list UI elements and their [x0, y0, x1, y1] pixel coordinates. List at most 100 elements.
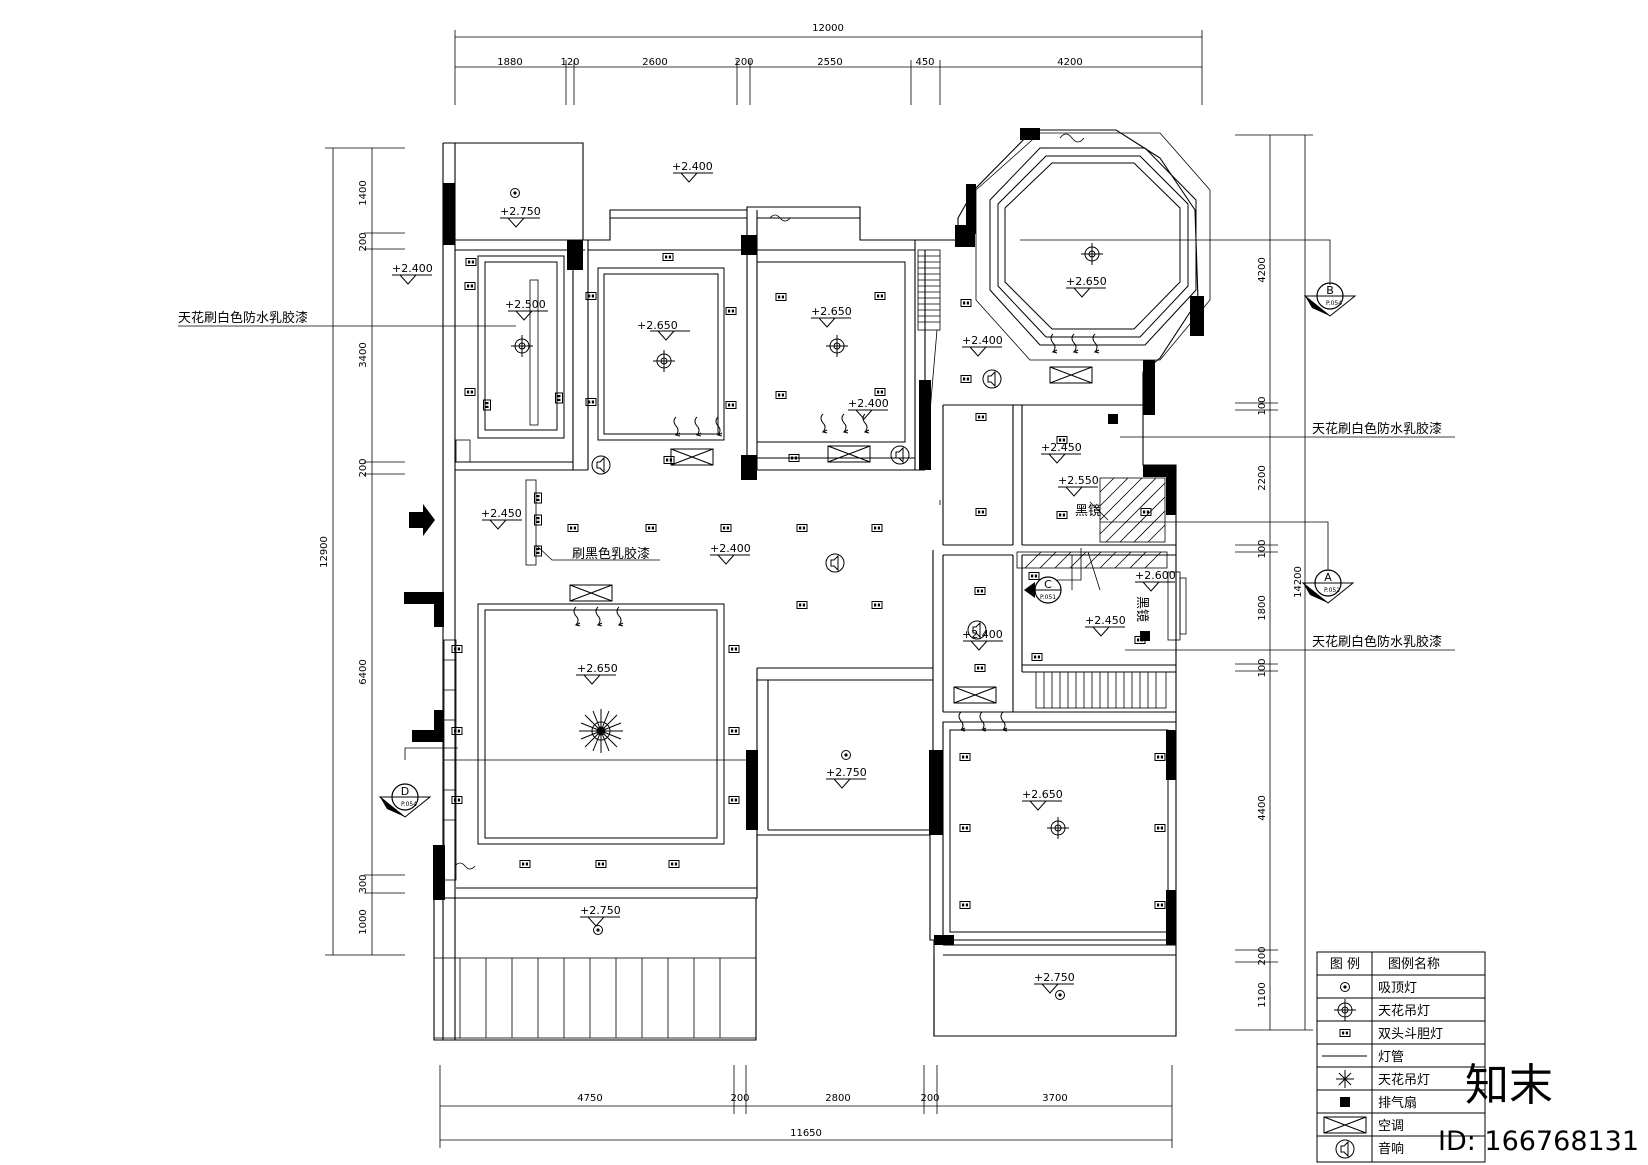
svg-text:P.051: P.051: [1040, 594, 1056, 601]
air-conditioner-icon: [953, 686, 997, 704]
dim-right-3: 2200: [1257, 465, 1268, 490]
starburst-chandelier-icon: [1336, 1070, 1354, 1088]
dim-bottom-2: 200: [730, 1093, 749, 1104]
octagon-bay: [975, 132, 1211, 361]
elev-kitchen: +2.600: [1135, 569, 1176, 582]
elev-balcony-br: +2.750: [1034, 971, 1075, 984]
section-marker-d: D P.054: [379, 783, 431, 818]
air-conditioner-icon: [1049, 366, 1093, 384]
section-marker-b: B P.054: [1304, 282, 1356, 317]
legend-label-double-spotlight: 双头斗胆灯: [1378, 1027, 1443, 1042]
legend-label-exhaust-fan: 排气扇: [1378, 1095, 1417, 1111]
chandelier-icon: [1080, 242, 1104, 266]
dim-bottom-3: 2800: [825, 1093, 850, 1104]
dim-top-1: 1880: [497, 57, 522, 68]
dim-right-4: 100: [1257, 539, 1268, 558]
section-marker-c: C P.051: [1024, 576, 1062, 604]
starburst-chandelier-icon: [579, 709, 623, 753]
dim-right-6: 100: [1257, 658, 1268, 677]
watermark-id: ID: 166768131: [1438, 1126, 1639, 1157]
dim-bottom-5: 3700: [1042, 1093, 1067, 1104]
fixtures: [451, 188, 1166, 1000]
elev-bedroom1: +2.650: [637, 319, 678, 332]
svg-text:A: A: [1324, 571, 1332, 584]
note-black-paint: 刷黑色乳胶漆: [572, 546, 650, 562]
svg-text:P.054: P.054: [1326, 300, 1342, 307]
air-conditioner-icon: [827, 445, 871, 463]
legend-label-chandelier: 天花吊灯: [1378, 1003, 1430, 1019]
svg-text:P.054: P.054: [401, 801, 417, 808]
elev-bedroom-lr: +2.650: [1022, 788, 1063, 801]
dim-left-2: 200: [358, 232, 369, 251]
dim-left-4: 200: [358, 458, 369, 477]
elev-left-strip: +2.400: [392, 262, 433, 275]
dim-bottom-4: 200: [920, 1093, 939, 1104]
dim-left-5: 6400: [358, 659, 369, 684]
elev-living: +2.400: [710, 542, 751, 555]
dimension-top: [454, 30, 1203, 105]
dim-right-5: 1800: [1257, 595, 1268, 620]
chandelier-icon: [825, 334, 849, 358]
ceiling-light-icon: [841, 750, 851, 760]
elev-balcony-top: +2.750: [500, 205, 541, 218]
dim-left-total: 12900: [319, 536, 330, 568]
dimension-bottom: [439, 1065, 1173, 1148]
dim-bottom-1: 4750: [577, 1093, 602, 1104]
dim-top-3: 2600: [642, 57, 667, 68]
watermark-logo: 知末: [1465, 1060, 1553, 1111]
elev-octagon: +2.650: [1066, 275, 1107, 288]
legend-label-light-tube: 灯管: [1378, 1050, 1404, 1065]
dim-left-3: 3400: [358, 342, 369, 367]
wall-lines: [433, 129, 1199, 1041]
dim-left-7: 1000: [358, 909, 369, 934]
legend-label-ceiling-light: 吸顶灯: [1378, 981, 1417, 996]
speaker-icon: [982, 369, 1002, 389]
speaker-icon: [1335, 1139, 1355, 1159]
elev-center-lower: +2.750: [826, 766, 867, 779]
legend-table: [1316, 951, 1486, 1163]
elev-corridor-top: +2.400: [672, 160, 713, 173]
dim-left-1: 1400: [358, 180, 369, 205]
air-conditioner-icon: [1323, 1116, 1367, 1134]
dim-right-8: 200: [1257, 946, 1268, 965]
dim-left-6: 300: [358, 874, 369, 893]
elev-balcony-bl: +2.750: [580, 904, 621, 917]
elev-bedroom2: +2.650: [811, 305, 852, 318]
elevation-markers: +2.750 +2.400 +2.400 +2.500 +2.650 +2.65…: [391, 160, 1176, 994]
elev-entry: +2.450: [481, 507, 522, 520]
note-right-ceiling-paint-1: 天花刷白色防水乳胶漆: [1312, 421, 1442, 437]
elev-hall-right: +2.400: [962, 334, 1003, 347]
dim-right-total: 14200: [1293, 566, 1304, 598]
ceiling-light-icon: [593, 925, 603, 935]
elev-bedroom2-bay: +2.400: [848, 397, 889, 410]
svg-text:D: D: [401, 785, 409, 798]
section-marker-a: A P.052: [1302, 569, 1354, 604]
dimension-left: [325, 147, 405, 956]
elev-small-room: +2.400: [962, 628, 1003, 641]
svg-text:P.052: P.052: [1324, 587, 1340, 594]
dim-top-6: 450: [915, 57, 934, 68]
chandelier-icon: [652, 349, 676, 373]
slat-features: [433, 133, 1187, 1039]
air-conditioner-icon: [670, 448, 714, 466]
note-black-mirror-2: 黑镜: [1134, 596, 1149, 622]
entry-arrow-icon: [409, 504, 435, 536]
dim-bottom-total: 11650: [790, 1128, 822, 1139]
dim-top-5: 2550: [817, 57, 842, 68]
legend-header-name: 图例名称: [1388, 956, 1440, 972]
elev-bath-right: +2.450: [1041, 441, 1082, 454]
dim-right-9: 1100: [1257, 982, 1268, 1007]
legend-label-starburst: 天花吊灯: [1378, 1072, 1430, 1088]
elev-kitchen-low: +2.450: [1085, 614, 1126, 627]
elev-dining: +2.650: [577, 662, 618, 675]
detail-lines: [455, 329, 1073, 761]
elev-mirror-area: +2.550: [1058, 474, 1099, 487]
legend-label-speaker: 音响: [1378, 1141, 1404, 1157]
legend-label-air-conditioner: 空调: [1378, 1119, 1404, 1134]
double-spotlight-icon: [1339, 1029, 1351, 1037]
note-left-ceiling-paint: 天花刷白色防水乳胶漆: [178, 310, 308, 326]
dim-top-7: 4200: [1057, 57, 1082, 68]
note-black-mirror-1: 黑镜: [1075, 504, 1101, 519]
dim-top-total: 12000: [812, 23, 844, 34]
elev-bath-left: +2.500: [505, 298, 546, 311]
